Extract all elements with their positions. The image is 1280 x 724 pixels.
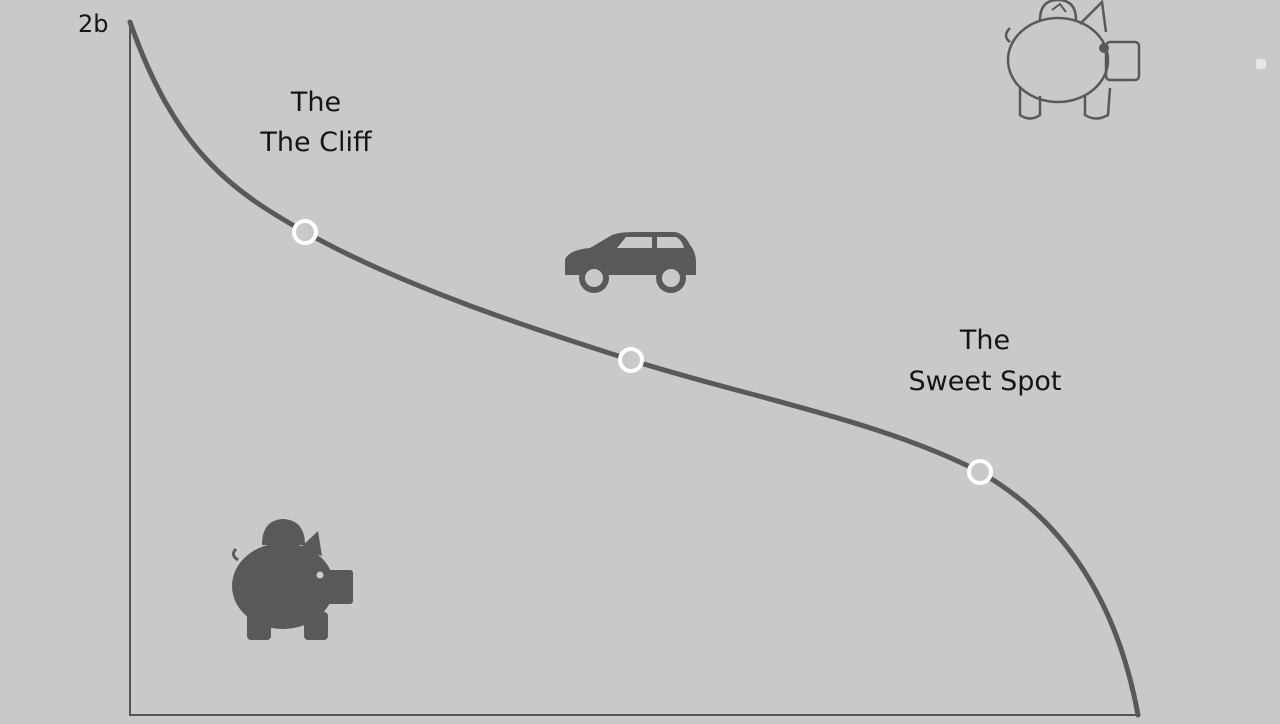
sweet-spot-label-line1: The bbox=[959, 325, 1011, 356]
piggy-eye bbox=[1099, 43, 1109, 53]
sweet-spot-label-line2: Sweet Spot bbox=[908, 366, 1062, 397]
edge-dot bbox=[1256, 59, 1266, 69]
marker-cliff bbox=[292, 219, 318, 245]
car-icon bbox=[565, 232, 696, 293]
marker-middle bbox=[618, 347, 644, 373]
piggy-bank-outline-icon bbox=[1004, 0, 1141, 120]
marker-sweet-spot bbox=[967, 459, 993, 485]
y-axis-top-tick: 2b bbox=[78, 10, 109, 38]
cliff-label-line2: The Cliff bbox=[260, 127, 372, 158]
cliff-label-line1: The bbox=[290, 87, 342, 118]
piggy-bank-filled-icon bbox=[231, 519, 353, 640]
